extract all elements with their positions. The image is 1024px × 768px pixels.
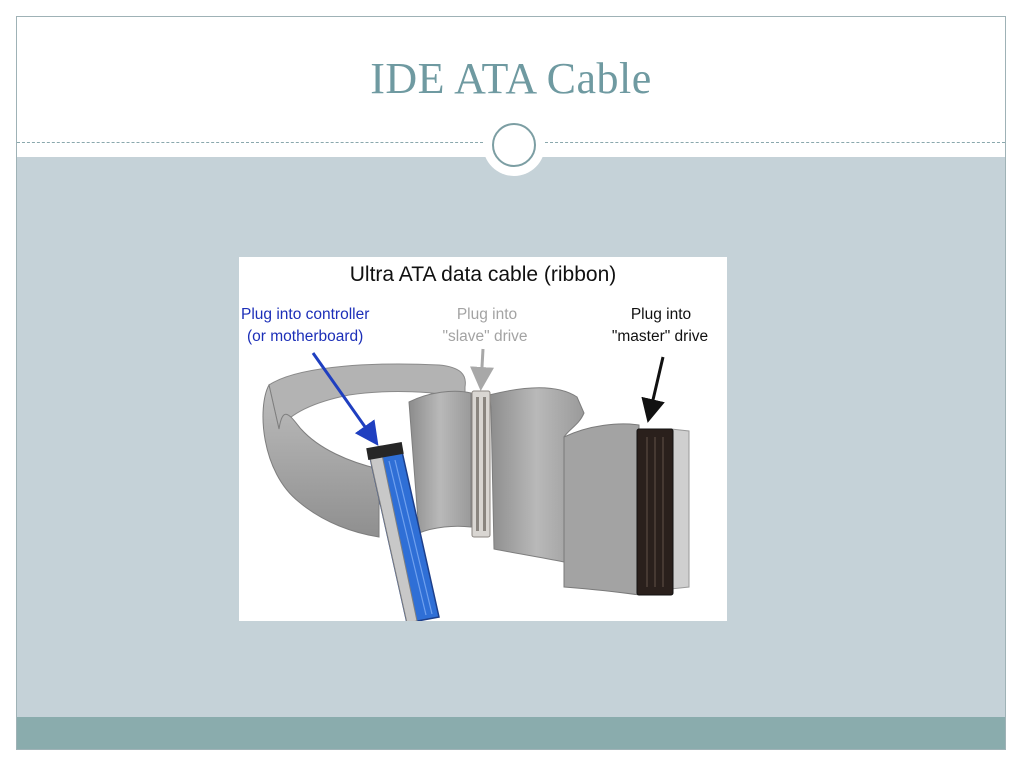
slave-connector-pins bbox=[476, 397, 486, 531]
master-connector-pins bbox=[646, 437, 664, 587]
slave-label-line2: "slave" drive bbox=[442, 328, 527, 345]
title-divider-left bbox=[17, 142, 483, 143]
slave-label-line1: Plug into bbox=[457, 306, 517, 323]
ribbon-master-tail bbox=[670, 428, 690, 590]
diagram-heading: Ultra ATA data cable (ribbon) bbox=[350, 263, 617, 286]
slave-connector bbox=[471, 390, 491, 538]
cable-diagram: Ultra ATA data cable (ribbon) Plug into … bbox=[239, 257, 727, 621]
title-divider-right bbox=[545, 142, 1005, 143]
master-label-line1: Plug into bbox=[631, 306, 691, 323]
controller-connector-cap bbox=[366, 441, 404, 461]
slave-arrow bbox=[470, 348, 494, 391]
footer-bar bbox=[17, 717, 1005, 749]
ribbon-right-section bbox=[488, 387, 585, 563]
divider-ornament-ring-icon bbox=[492, 123, 536, 167]
ribbon-master-end bbox=[563, 423, 640, 596]
controller-label-line2: (or motherboard) bbox=[247, 328, 363, 345]
ribbon-left-loop bbox=[262, 383, 380, 538]
controller-arrow bbox=[311, 352, 379, 446]
slide-title: IDE ATA Cable bbox=[370, 54, 652, 103]
controller-label-line1: Plug into controller bbox=[241, 306, 369, 323]
master-arrow bbox=[641, 356, 665, 423]
master-label-line2: "master" drive bbox=[612, 328, 708, 345]
ribbon-middle-panel bbox=[408, 390, 472, 534]
controller-connector-pins bbox=[388, 459, 433, 616]
cable-illustration: Ultra ATA data cable (ribbon) Plug into … bbox=[241, 263, 708, 621]
slide: IDE ATA Cable bbox=[16, 16, 1006, 750]
